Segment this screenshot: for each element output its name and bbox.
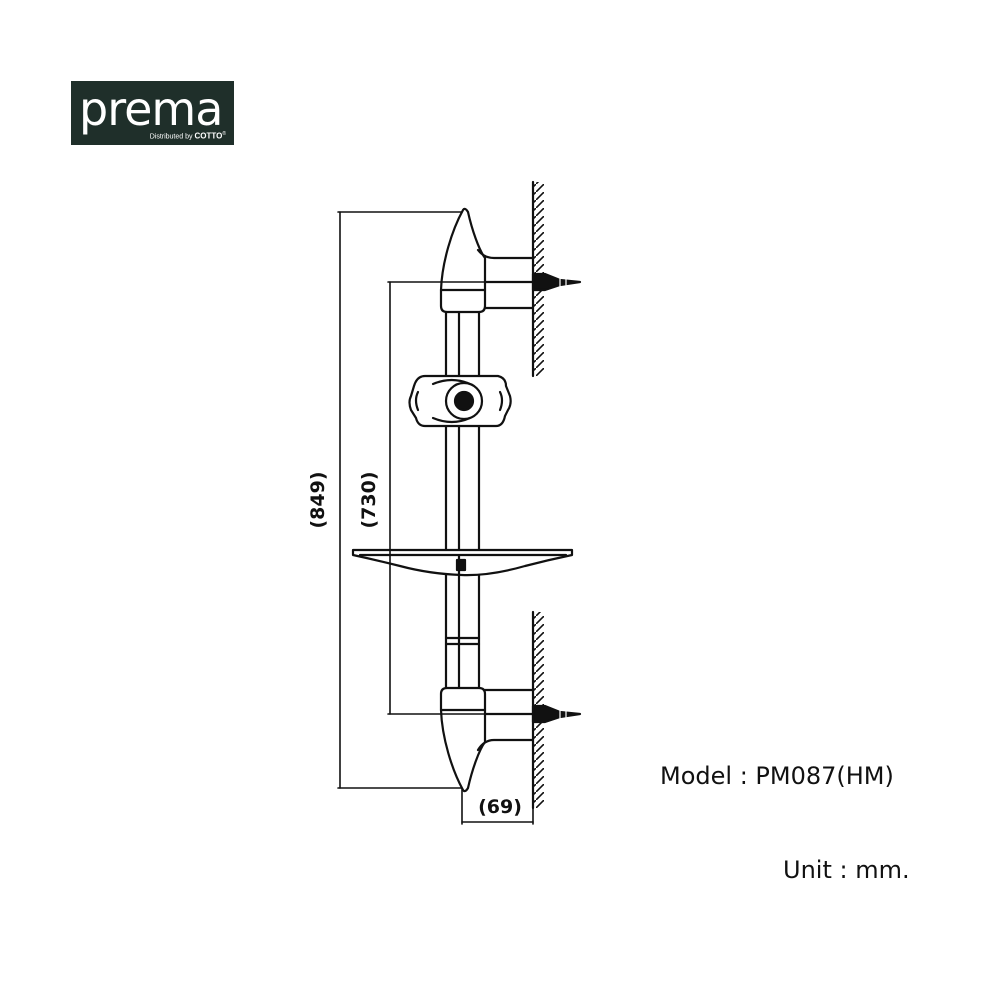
bottom-bracket bbox=[439, 686, 535, 793]
soap-dish bbox=[351, 548, 574, 577]
prema-logo: prema Distributed by COTTO® bbox=[71, 81, 234, 145]
mount-spacing-label: (730) bbox=[358, 471, 380, 528]
wall-projection-label: (69) bbox=[478, 796, 522, 818]
dimension-line-projection bbox=[461, 787, 534, 825]
bottom-screw bbox=[531, 704, 582, 724]
rail-clip bbox=[444, 636, 481, 646]
dimension-line-spacing bbox=[387, 281, 534, 715]
top-screw bbox=[531, 272, 582, 292]
unit-label: Unit : mm. bbox=[783, 856, 910, 884]
slide-rail bbox=[444, 310, 481, 690]
logo-distributor-text: Distributed by COTTO® bbox=[149, 130, 226, 140]
handshower-holder bbox=[408, 374, 512, 428]
dimension-line-overall bbox=[337, 211, 463, 789]
logo-brand-text: prema bbox=[79, 82, 223, 136]
model-label: Model : PM087(HM) bbox=[660, 762, 894, 790]
overall-height-label: (849) bbox=[307, 471, 329, 528]
top-bracket bbox=[439, 207, 535, 314]
